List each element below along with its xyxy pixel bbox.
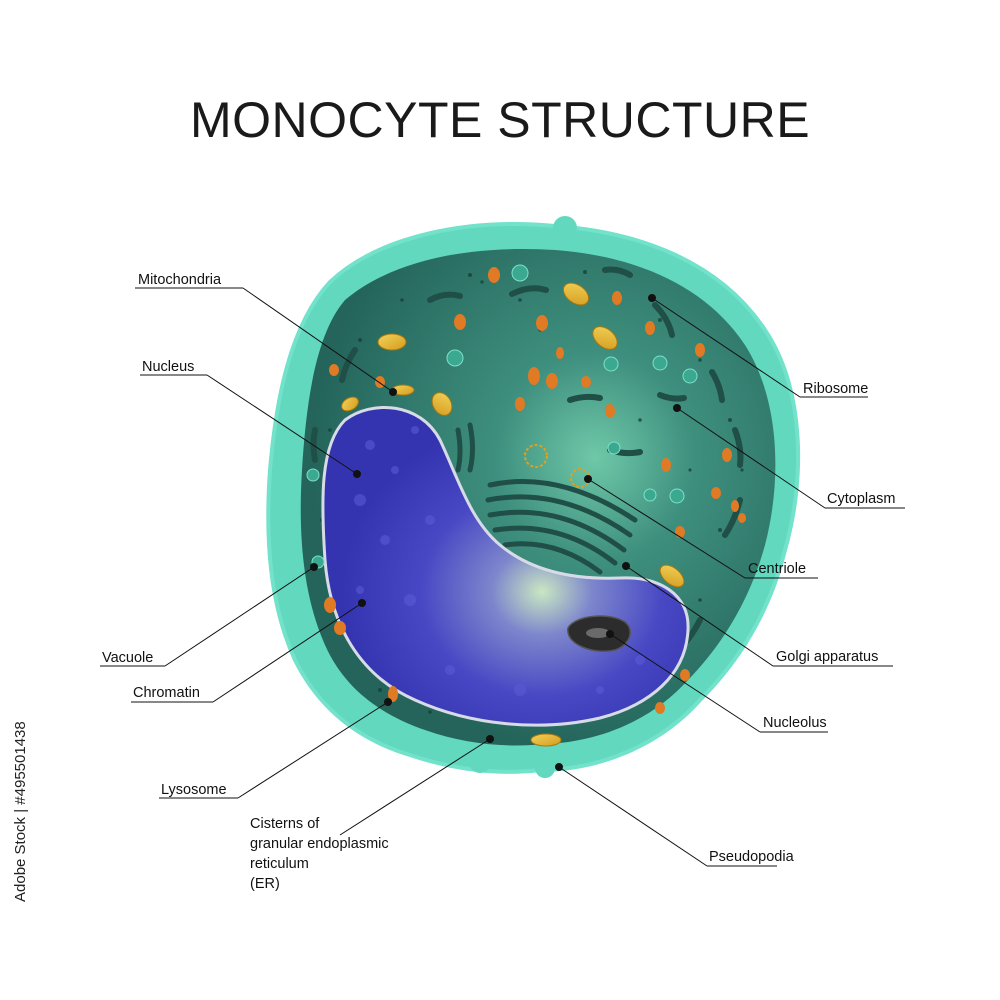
vacuoles xyxy=(306,264,698,569)
label-er-line-2: granular endoplasmic xyxy=(250,836,389,852)
label-lysosome: Lysosome xyxy=(161,782,227,798)
leader-lines xyxy=(100,287,905,867)
label-ribosome: Ribosome xyxy=(803,381,868,397)
label-centriole: Centriole xyxy=(748,561,806,577)
label-pseudopodia: Pseudopodia xyxy=(709,849,795,865)
nucleolus-highlight xyxy=(586,628,610,638)
label-cytoplasm: Cytoplasm xyxy=(827,491,896,507)
label-chromatin: Chromatin xyxy=(133,685,200,701)
mitochondria-group xyxy=(341,282,685,747)
diagram-title: MONOCYTE STRUCTURE xyxy=(190,92,810,148)
label-er-line-4: (ER) xyxy=(250,876,280,892)
chromatin-texture xyxy=(354,426,645,696)
label-nucleus: Nucleus xyxy=(142,359,194,375)
label-nucleolus: Nucleolus xyxy=(763,715,827,731)
pseudopodia-bumps xyxy=(272,216,789,778)
label-er-line-3: reticulum xyxy=(250,856,309,872)
golgi-apparatus xyxy=(455,422,638,575)
er-cisterns xyxy=(310,266,744,655)
stock-id-text: Adobe Stock | #495501438 xyxy=(12,721,29,902)
label-er-line-1: Cisterns of xyxy=(250,816,320,832)
labels: Mitochondria Nucleus Ribosome Cytoplasm … xyxy=(102,272,896,892)
label-vacuole: Vacuole xyxy=(102,650,153,666)
label-mitochondria: Mitochondria xyxy=(138,272,222,288)
label-golgi-apparatus: Golgi apparatus xyxy=(776,649,878,665)
lysosomes xyxy=(324,267,746,714)
